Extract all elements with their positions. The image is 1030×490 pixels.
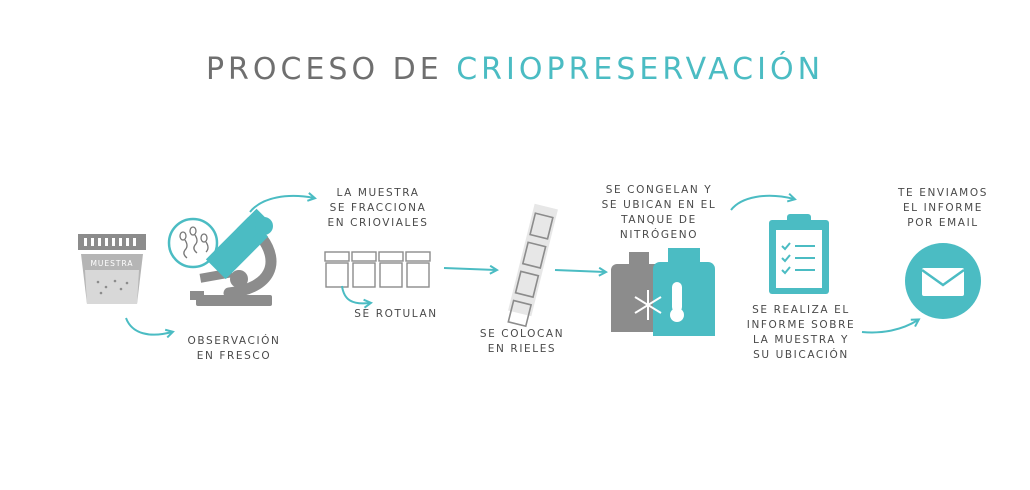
arrow-7 (861, 318, 921, 334)
label-fraction: LA MUESTRA SE FRACCIONA EN CRIOVIALES (327, 187, 429, 229)
label-labeled: SE ROTULAN (354, 308, 438, 320)
arrow-5 (554, 266, 609, 277)
arrow-4 (443, 264, 500, 275)
sperm-bubble-icon (167, 217, 219, 269)
title-part-1: PROCESO DE (205, 52, 443, 87)
label-observation: OBSERVACIÓN EN FRESCO (187, 335, 281, 362)
nitrogen-tank-icon (611, 248, 715, 336)
cryovials-icon (324, 251, 431, 288)
label-rails: SE COLOCAN EN RIELES (479, 328, 565, 355)
rail-straw-icon (507, 203, 558, 328)
arrow-6 (730, 192, 797, 211)
page-title: PROCESO DE CRIOPRESERVACIÓN (0, 52, 1030, 87)
email-icon (905, 243, 981, 319)
title-part-2: CRIOPRESERVACIÓN (456, 52, 825, 87)
label-email: TE ENVIAMOS EL INFORME POR EMAIL (898, 187, 988, 229)
label-freeze: SE CONGELAN Y SE UBICAN EN EL TANQUE DE … (601, 184, 717, 241)
microscope-icon (190, 208, 277, 306)
arrow-3 (341, 285, 373, 309)
clipboard-icon (769, 214, 829, 294)
sample-cup-label: MUESTRA (90, 259, 133, 268)
arrow-1 (125, 317, 175, 339)
sample-cup-icon: MUESTRA (78, 234, 146, 304)
label-report: SE REALIZA EL INFORME SOBRE LA MUESTRA Y… (746, 304, 856, 361)
flow-arrows (125, 192, 921, 339)
arrow-2 (249, 192, 317, 213)
